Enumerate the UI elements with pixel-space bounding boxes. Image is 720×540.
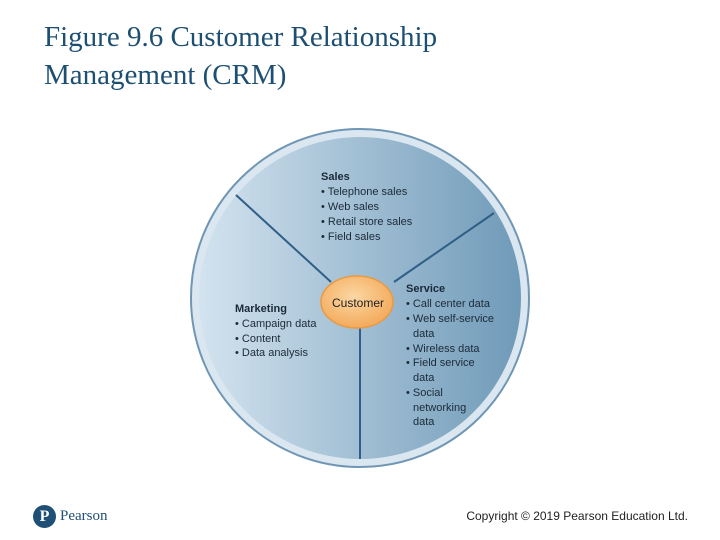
copyright-notice: Copyright © 2019 Pearson Education Ltd. — [466, 509, 688, 523]
marketing-item: • Content — [235, 333, 280, 345]
sales-heading: Sales — [321, 171, 350, 183]
service-item: • Call center data — [406, 298, 491, 310]
marketing-item: • Data analysis — [235, 347, 308, 359]
sales-item: • Telephone sales — [321, 186, 408, 198]
sales-item: • Field sales — [321, 231, 381, 243]
service-item: data — [413, 372, 435, 384]
service-item: • Social — [406, 387, 443, 399]
service-item: • Web self-service — [406, 313, 494, 325]
service-item: data — [413, 328, 435, 340]
service-item: • Field service — [406, 357, 475, 369]
pearson-logo-mark: P — [33, 505, 56, 528]
service-item: • Wireless data — [406, 343, 480, 355]
pearson-logo-word: Pearson — [60, 508, 108, 524]
title-line-2: Management (CRM) — [44, 59, 287, 91]
marketing-item: • Campaign data — [235, 318, 317, 330]
service-item: networking — [413, 402, 466, 414]
customer-label: Customer — [332, 296, 384, 310]
service-heading: Service — [406, 283, 445, 295]
page-title: Figure 9.6 Customer Relationship Managem… — [44, 18, 684, 94]
marketing-heading: Marketing — [235, 303, 287, 315]
divider-sales-marketing — [235, 194, 332, 283]
service-section: Service • Call center data • Web self-se… — [406, 283, 494, 428]
divider-sales-service — [393, 212, 495, 283]
title-line-1: Figure 9.6 Customer Relationship — [44, 21, 438, 53]
marketing-section: Marketing • Campaign data • Content • Da… — [235, 303, 317, 359]
sales-item: • Retail store sales — [321, 216, 413, 228]
service-item: data — [413, 416, 435, 428]
pearson-logo: P Pearson — [33, 505, 108, 528]
sales-item: • Web sales — [321, 201, 380, 213]
sales-section: Sales • Telephone sales • Web sales • Re… — [321, 171, 413, 243]
customer-node — [320, 275, 394, 329]
